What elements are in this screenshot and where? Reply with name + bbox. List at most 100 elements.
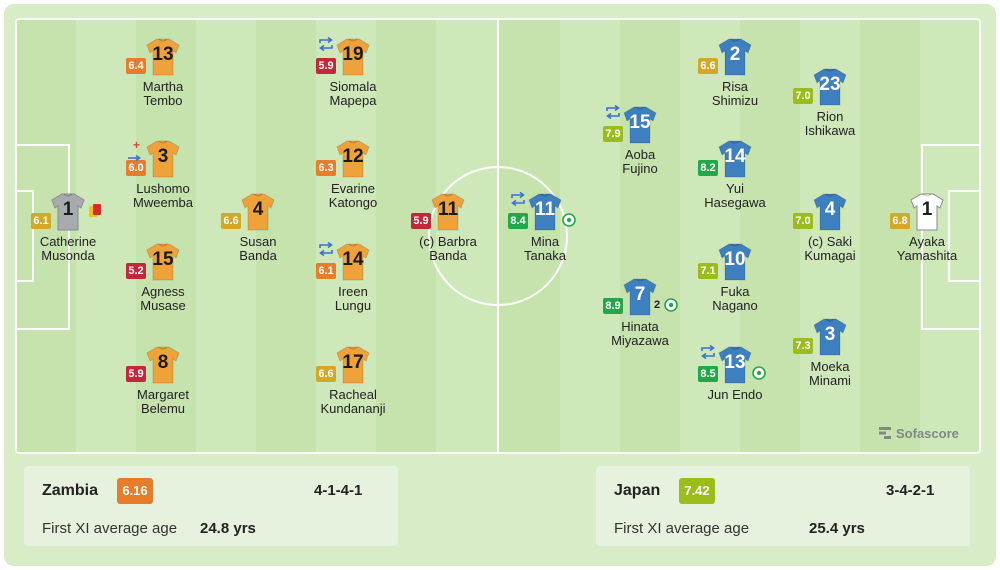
player-name[interactable]: Aoba Fujino — [622, 147, 658, 176]
player-name[interactable]: Ayaka Yamashita — [896, 234, 958, 263]
away-age-value: 25.4 yrs — [809, 520, 865, 537]
away-goal-area — [948, 190, 981, 282]
player-rating-badge: 6.3 — [316, 160, 336, 176]
player-name[interactable]: Lushomo Mweemba — [133, 181, 193, 210]
player-rating-badge: 6.6 — [698, 58, 718, 74]
jersey-number: 14 — [342, 249, 364, 270]
jersey-number: 4 — [824, 199, 836, 220]
player-rating-badge: 7.0 — [793, 88, 813, 104]
jersey-number: 10 — [724, 249, 746, 270]
jersey-number: 12 — [342, 146, 364, 167]
player-rating-badge: 6.8 — [890, 213, 910, 229]
player-name[interactable]: Susan Banda — [239, 234, 277, 263]
jersey-number: 13 — [152, 44, 174, 65]
player-name[interactable]: Hinata Miyazawa — [611, 319, 669, 348]
jersey-icon[interactable]: 1 — [51, 193, 85, 231]
jersey-number: 11 — [534, 199, 556, 220]
jersey-number: 3 — [824, 324, 836, 345]
player-rating-badge: 5.2 — [126, 263, 146, 279]
goal-ball-icon — [664, 298, 678, 312]
pitch-stripe — [860, 18, 920, 454]
jersey-icon[interactable]: 8 — [146, 346, 180, 384]
player-name[interactable]: Moeka Minami — [809, 359, 851, 388]
player-name[interactable]: Margaret Belemu — [136, 387, 190, 416]
jersey-icon[interactable]: 11 — [528, 193, 562, 231]
jersey-number: 15 — [629, 112, 651, 133]
home-formation: 4-1-4-1 — [314, 482, 363, 499]
player-name[interactable]: Yui Hasegawa — [704, 181, 766, 210]
jersey-icon[interactable]: 13 — [146, 38, 180, 76]
player-rating-badge: 6.1 — [31, 213, 51, 229]
player-rating-badge: 7.0 — [793, 213, 813, 229]
home-team-panel: Zambia 6.16 4-1-4-1 First XI average age… — [24, 466, 398, 546]
jersey-number: 3 — [157, 146, 169, 167]
player-rating-badge: 7.1 — [698, 263, 718, 279]
player-name[interactable]: Siomala Mapepa — [329, 79, 377, 108]
jersey-icon[interactable]: 11 — [431, 193, 465, 231]
home-age-label: First XI average age — [42, 520, 178, 537]
jersey-number: 4 — [252, 199, 264, 220]
home-team-rating: 6.16 — [117, 478, 153, 504]
jersey-number: 19 — [342, 44, 364, 65]
pitch-stripe — [920, 18, 981, 454]
player-rating-badge: 8.5 — [698, 366, 718, 382]
away-team-rating: 7.42 — [679, 478, 715, 504]
player-name[interactable]: (c) Saki Kumagai — [804, 234, 856, 263]
home-team-name[interactable]: Zambia — [42, 482, 99, 499]
player-name[interactable]: Ireen Lungu — [334, 284, 372, 313]
jersey-icon[interactable]: 23 — [813, 68, 847, 106]
away-team-name[interactable]: Japan — [614, 482, 661, 499]
player-rating-badge: 6.1 — [316, 263, 336, 279]
pitch-stripe — [15, 18, 76, 454]
jersey-icon[interactable]: 1 — [910, 193, 944, 231]
jersey-icon[interactable]: 12 — [336, 140, 370, 178]
jersey-icon[interactable]: 19 — [336, 38, 370, 76]
substitution-icon — [317, 36, 335, 52]
pitch-stripe — [256, 18, 316, 454]
player-rating-badge: 5.9 — [411, 213, 431, 229]
goal-ball-icon — [562, 213, 576, 227]
player-name[interactable]: Risa Shimizu — [711, 79, 759, 108]
jersey-icon[interactable]: 14 — [336, 243, 370, 281]
jersey-icon[interactable]: 13 — [718, 346, 752, 384]
jersey-icon[interactable]: 15 — [146, 243, 180, 281]
pitch-stripe — [376, 18, 436, 454]
player-rating-badge: 5.9 — [316, 58, 336, 74]
player-rating-badge: 6.0 — [126, 160, 146, 176]
sub-in-arrow-icon — [127, 148, 145, 162]
jersey-icon[interactable]: 3 — [146, 140, 180, 178]
center-circle — [428, 166, 568, 306]
jersey-icon[interactable]: 17 — [336, 346, 370, 384]
jersey-icon[interactable]: 14 — [718, 140, 752, 178]
jersey-number: 1 — [921, 199, 933, 220]
pitch-stripe — [620, 18, 680, 454]
jersey-icon[interactable]: 10 — [718, 243, 752, 281]
player-rating-badge: 6.4 — [126, 58, 146, 74]
jersey-icon[interactable]: 4 — [813, 193, 847, 231]
jersey-number: 23 — [819, 74, 841, 95]
jersey-icon[interactable]: 2 — [718, 38, 752, 76]
jersey-number: 11 — [437, 199, 459, 220]
player-name[interactable]: (c) Barbra Banda — [419, 234, 477, 263]
jersey-number: 17 — [342, 352, 364, 373]
jersey-icon[interactable]: 4 — [241, 193, 275, 231]
second-yellow-card-icon — [88, 203, 102, 219]
pitch-stripe — [196, 18, 256, 454]
player-name[interactable]: Fuka Nagano — [712, 284, 758, 313]
jersey-number: 2 — [729, 44, 741, 65]
player-name[interactable]: Jun Endo — [707, 387, 763, 402]
jersey-icon[interactable]: 15 — [623, 106, 657, 144]
player-rating-badge: 8.2 — [698, 160, 718, 176]
player-name[interactable]: Rion Ishikawa — [804, 109, 856, 138]
player-name[interactable]: Catherine Musonda — [39, 234, 97, 263]
player-name[interactable]: Agness Musase — [140, 284, 186, 313]
player-name[interactable]: Martha Tembo — [142, 79, 184, 108]
player-rating-badge: 7.9 — [603, 126, 623, 142]
jersey-icon[interactable]: 7 — [623, 278, 657, 316]
player-name[interactable]: Racheal Kundananji — [320, 387, 386, 416]
player-name[interactable]: Mina Tanaka — [524, 234, 566, 263]
jersey-icon[interactable]: 3 — [813, 318, 847, 356]
jersey-number: 14 — [724, 146, 746, 167]
player-name[interactable]: Evarine Katongo — [328, 181, 378, 210]
